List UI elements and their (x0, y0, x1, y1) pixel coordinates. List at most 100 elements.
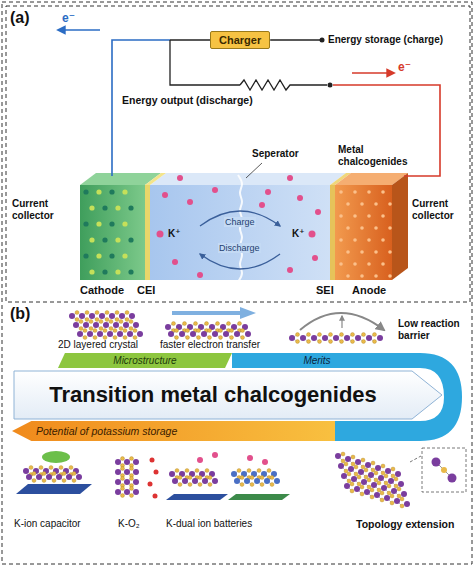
chalcogen-atom (113, 329, 117, 333)
cathode-atom (102, 237, 107, 242)
chalcogen-atom (183, 322, 187, 326)
part-label: Current collector (12, 198, 74, 221)
chalcogen-atom (241, 336, 245, 340)
metal-atom (93, 322, 99, 328)
metal-atom (23, 468, 29, 474)
metal-atom (133, 322, 139, 328)
chalcogen-atom (354, 472, 358, 476)
metal-atom (341, 473, 347, 479)
electron-label: e⁻ (398, 61, 411, 75)
terminal-dot (328, 83, 333, 88)
sei-layer (330, 185, 335, 280)
metal-atom (381, 485, 387, 491)
chalcogen-atom (374, 471, 378, 475)
chalcogen-atom (129, 327, 133, 331)
anode-atom (381, 214, 385, 218)
chalcogen-atom (178, 476, 182, 480)
cei-top (145, 173, 166, 185)
metal-atom (289, 335, 295, 341)
metal-atom (127, 331, 133, 337)
chalcogen-atom (52, 479, 56, 483)
process-label: Discharge (218, 243, 261, 253)
metal-atom (371, 482, 377, 488)
chalcogen-atom (367, 485, 371, 489)
cathode-atom (89, 205, 94, 210)
anode-atom (346, 250, 350, 254)
metal-atom (89, 313, 95, 319)
metal-atom (66, 474, 72, 480)
metal-atom (115, 489, 121, 495)
electron-arrow (58, 29, 100, 31)
metal-atom (395, 471, 401, 477)
chalcogen-atom (384, 474, 388, 478)
chalcogen-atom (93, 336, 97, 340)
chalcogen-atom (198, 476, 202, 480)
metal-atom (133, 479, 139, 485)
cathode-atom (109, 189, 114, 194)
chalcogen-atom (188, 476, 192, 480)
metal-atom (401, 491, 407, 497)
chalcogen-atom (75, 318, 79, 322)
chalcogen-atom (394, 484, 398, 488)
metal-atom (212, 331, 218, 337)
metal-atom (113, 322, 119, 328)
battery-cell (80, 163, 408, 282)
metal-atom (124, 489, 130, 495)
chalcogen-atom (267, 469, 271, 473)
chalcogen-atom (381, 471, 385, 475)
band-outline (12, 421, 335, 441)
metal-atom (374, 492, 380, 498)
chalcogen-atom (357, 475, 361, 479)
metal-atom (365, 462, 371, 468)
anode-atom (339, 190, 343, 194)
panel-frame (6, 6, 470, 302)
metal-atom (165, 324, 171, 330)
metal-atom (333, 335, 339, 341)
potassium-ion (187, 199, 193, 205)
chalcogen-atom (208, 476, 212, 480)
part-label: Current collector (412, 198, 468, 221)
chalcogen-atom (197, 336, 201, 340)
chalcogen-atom (95, 311, 99, 315)
metal-atom (432, 458, 441, 467)
anode-atom (346, 226, 350, 230)
cathode-atom (122, 189, 127, 194)
metal-atom (388, 478, 394, 484)
oxygen-atom (154, 470, 159, 475)
metal-atom (103, 322, 109, 328)
chalcogen-atom (216, 322, 220, 326)
band-arrow: Transition metal chalcogenides (14, 371, 442, 419)
chalcogen-atom (83, 336, 87, 340)
chalcogen-atom (347, 472, 351, 476)
chalcogen-atom (371, 461, 375, 465)
cathode-atom (89, 269, 94, 274)
chalcogen-atom (75, 311, 79, 315)
metal-atom (254, 478, 260, 484)
cathode-atom (115, 269, 120, 274)
metal-atom (107, 331, 113, 337)
cathode-atom (128, 237, 133, 242)
chalcogen-atom (364, 475, 368, 479)
chalcogen-atom (79, 320, 83, 324)
chalcogen-atom (270, 476, 274, 480)
chalcogen-atom (329, 333, 333, 337)
chalcogen-atom (394, 477, 398, 481)
chalcogen-atom (109, 327, 113, 331)
metal-atom (169, 471, 175, 477)
metal-atom (354, 486, 360, 492)
chalcogen-atom (175, 469, 179, 473)
separator-membrane (238, 175, 242, 282)
chalcogen-atom (205, 469, 209, 473)
potassium-ion (162, 192, 168, 198)
application-label: K-dual ion batteries (166, 518, 252, 530)
metal-atom (338, 463, 344, 469)
chalcogen-atom (360, 485, 364, 489)
chalcogen-atom (371, 468, 375, 472)
chalcogen-atom (241, 329, 245, 333)
chalcogen-atom (362, 333, 366, 337)
chalcogen-atom (384, 481, 388, 485)
barrier-arrow (341, 316, 342, 328)
feature-label: Low reaction barrier (398, 318, 466, 341)
